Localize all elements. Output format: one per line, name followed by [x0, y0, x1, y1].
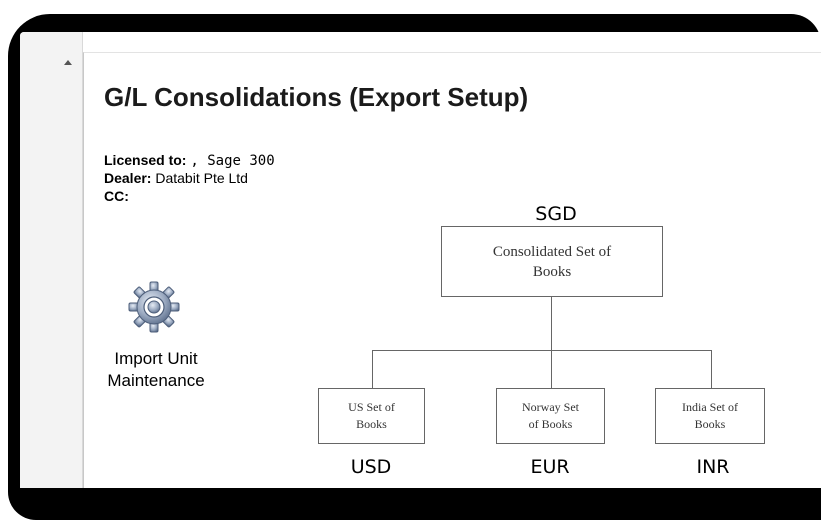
us-currency: USD [350, 456, 392, 478]
dealer-label: Dealer: [104, 170, 152, 186]
india-books-line1: India Set of [682, 400, 738, 414]
us-books-node: US Set of Books [318, 388, 425, 444]
consolidated-books-line2: Books [532, 263, 572, 280]
import-unit-label-line1: Import Unit [114, 349, 198, 368]
connector-right [711, 350, 712, 388]
us-books-line2: Books [356, 417, 387, 431]
import-unit-label: Import Unit Maintenance [90, 348, 222, 392]
norway-books-line2: of Books [528, 417, 573, 431]
dealer-value: Databit Pte Ltd [155, 170, 248, 186]
consolidated-books-line1: Consolidated Set of [492, 243, 612, 260]
norway-currency: EUR [530, 456, 570, 478]
licensed-to-label: Licensed to: [104, 152, 187, 168]
connector-left [372, 350, 373, 388]
cc-row: CC: [104, 188, 129, 204]
page-title: G/L Consolidations (Export Setup) [104, 82, 529, 112]
import-unit-maintenance-button[interactable]: Import Unit Maintenance [90, 280, 240, 410]
connector-middle [551, 350, 552, 388]
india-books-node: India Set of Books [655, 388, 765, 444]
india-books-line2: Books [694, 417, 726, 431]
dealer-row: Dealer: Databit Pte Ltd [104, 170, 248, 186]
import-unit-label-line2: Maintenance [107, 371, 205, 390]
scroll-up-arrow-icon[interactable] [64, 60, 72, 65]
cc-label: CC: [104, 188, 129, 204]
us-books-line1: US Set of [348, 400, 395, 414]
licensed-to-row: Licensed to: , Sage 300 [104, 152, 275, 169]
india-currency: INR [696, 456, 730, 478]
root-currency: SGD [535, 203, 577, 225]
gear-icon [128, 281, 180, 333]
vertical-scrollbar[interactable] [20, 32, 83, 488]
connector-branch [372, 350, 712, 351]
norway-books-line1: Norway Set [522, 400, 579, 414]
licensed-to-value: , Sage 300 [190, 153, 275, 169]
consolidated-books-node: Consolidated Set of Books [441, 226, 663, 297]
norway-books-node: Norway Set of Books [496, 388, 605, 444]
connector-trunk [551, 297, 552, 350]
